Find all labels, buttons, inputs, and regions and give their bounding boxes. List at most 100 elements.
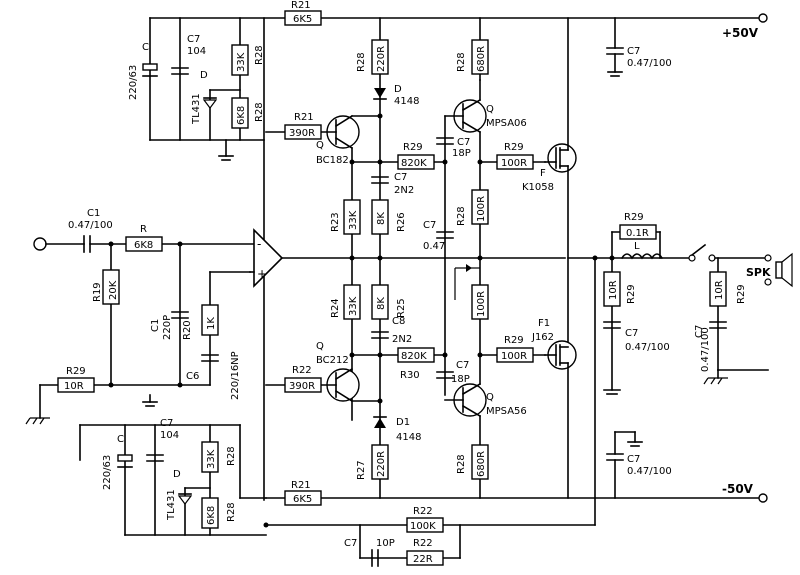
- bottom-d-value: TL431: [166, 489, 177, 521]
- lower-r25-ref: R25: [396, 298, 407, 318]
- input-jack: [33, 237, 47, 251]
- upper-r21-value: 390R: [289, 128, 315, 139]
- input-r-ref: R: [140, 224, 147, 235]
- output-stage: 100R R29 F K1058 100R R29 F1 J162 C7 0.4…: [479, 17, 672, 499]
- top-regulator: C 220/63 C7 104 D TL431 33K R28 6K8 R28: [128, 17, 265, 501]
- lower-r22-ref: R22: [292, 365, 312, 376]
- fb-c7-value: 10P: [376, 538, 395, 549]
- lower-c7-value: 18P: [451, 374, 470, 385]
- out-f-value: K1058: [522, 182, 554, 193]
- lower-r22-value: 390R: [289, 381, 315, 392]
- out-c7a-value: 0.47/100: [627, 58, 672, 69]
- lower-r28-value: 680R: [476, 451, 487, 477]
- lower-d1-value: 4148: [396, 432, 421, 443]
- upper-r29-ref: R29: [403, 142, 423, 153]
- bias-network: C7 0.47 100R R28 100R: [349, 161, 489, 356]
- out-r29a-ref: R29: [504, 142, 524, 153]
- top-c7-ref: C7: [187, 34, 200, 45]
- zobel-l-ref: L: [634, 241, 640, 252]
- bottom-c-ref: C: [117, 434, 124, 445]
- upper-q2-value: MPSA06: [486, 118, 527, 129]
- zobel-r29c-ref: R29: [736, 284, 747, 304]
- zobel-r29b-ref: R29: [626, 284, 637, 304]
- lower-r30-ref: R30: [400, 370, 420, 381]
- top-r21-value: 6K5: [293, 14, 312, 25]
- op-amp-minus: -: [257, 237, 261, 251]
- fb-r22b-value: 22R: [413, 554, 433, 565]
- lower-q2-ref: Q: [486, 392, 494, 403]
- input-r20-ref: R20: [182, 320, 193, 340]
- input-r19-value: 20K: [108, 280, 119, 300]
- zobel-c7-ref: C7: [625, 328, 638, 339]
- bias-r28a-value: 100R: [476, 196, 487, 222]
- input-r29-ref: R29: [66, 366, 86, 377]
- bottom-r28a-value: 33K: [206, 449, 217, 469]
- lower-q-value: BC212: [316, 355, 349, 366]
- bias-c7-ref: C7: [423, 220, 436, 231]
- lower-r24-ref: R24: [330, 298, 341, 318]
- fb-c7-ref: C7: [344, 538, 357, 549]
- lower-r24-value: 33K: [348, 296, 359, 316]
- lower-r25-value: 8K: [376, 297, 387, 310]
- top-d-value: TL431: [191, 93, 202, 125]
- bottom-c-value: 220/63: [102, 455, 113, 490]
- input-c6-value: 220/16NP: [230, 351, 241, 400]
- upper-r26-value: 8K: [376, 212, 387, 225]
- zobel-r29-ref: R29: [624, 212, 644, 223]
- upper-r23-ref: R23: [330, 212, 341, 232]
- input-r29-value: 10R: [64, 381, 84, 392]
- negative-rail: -50V: [265, 482, 768, 503]
- bias-r28b-value: 100R: [476, 291, 487, 317]
- upper-r23-value: 33K: [348, 210, 359, 230]
- lower-r27-ref: R27: [356, 460, 367, 480]
- out-c7b-value: 0.47/100: [627, 466, 672, 477]
- op-amp: - +: [249, 228, 566, 288]
- input-c1-ref: C1: [87, 208, 100, 219]
- bottom-r21-value: 6K5: [293, 494, 312, 505]
- zobel-c7b-value: 0.47/100: [700, 327, 711, 372]
- input-c1-value: 0.47/100: [68, 220, 113, 231]
- bottom-c7-ref: C7: [160, 418, 173, 429]
- zobel-c7-value: 0.47/100: [625, 342, 670, 353]
- positive-rail-label: +50V: [722, 26, 759, 40]
- zobel-r29-value: 0.1R: [626, 228, 649, 239]
- speaker-label: SPK: [746, 266, 771, 279]
- top-c-ref: C: [142, 42, 149, 53]
- op-amp-plus: +: [257, 267, 267, 281]
- upper-driver: 220R R28 D 4148 Q BC182 390R R21 820K R2…: [265, 17, 527, 421]
- lower-driver: 33K R24 8K R25 C8 2N2 Q BC212 390R R22 8…: [265, 284, 527, 499]
- top-r28b-value: 6K8: [236, 106, 247, 125]
- bottom-r21: 6K5 R21: [284, 480, 322, 506]
- negative-terminal: [758, 493, 768, 503]
- lower-r30-value: 820K: [401, 351, 427, 362]
- upper-q-ref: Q: [316, 140, 324, 151]
- top-d-ref: D: [200, 70, 208, 81]
- top-r21-ref: R21: [291, 0, 311, 11]
- upper-c7b-ref: C7: [394, 172, 407, 183]
- feedback-network: 100K R22 C7 10P 22R R22: [263, 255, 598, 567]
- bias-c7-value: 0.47: [423, 241, 445, 252]
- lower-q2-value: MPSA56: [486, 406, 527, 417]
- input-c6-ref: C6: [186, 371, 199, 382]
- positive-terminal: [758, 13, 768, 23]
- upper-r26-ref: R26: [396, 212, 407, 232]
- out-f-ref: F: [540, 168, 546, 179]
- top-c-value: 220/63: [128, 65, 139, 100]
- upper-r28c-ref: R28: [456, 52, 467, 72]
- out-c7b-ref: C7: [627, 454, 640, 465]
- zobel-r29b-value: 10R: [608, 280, 619, 300]
- lower-r27-value: 220R: [376, 451, 387, 477]
- top-c7-value: 104: [187, 46, 206, 57]
- bottom-r28a-ref: R28: [226, 446, 237, 466]
- negative-rail-label: -50V: [722, 482, 754, 496]
- positive-rail: +50V: [149, 13, 768, 40]
- bias-r28a-ref: R28: [456, 206, 467, 226]
- input-r20-value: 1K: [206, 317, 217, 330]
- top-r28a-ref: R28: [254, 45, 265, 65]
- upper-r21-ref: R21: [294, 112, 314, 123]
- upper-q2-ref: Q: [486, 104, 494, 115]
- out-c7a-ref: C7: [627, 46, 640, 57]
- out-f1-ref: F1: [538, 318, 550, 329]
- zobel-r29c-value: 10R: [714, 280, 725, 300]
